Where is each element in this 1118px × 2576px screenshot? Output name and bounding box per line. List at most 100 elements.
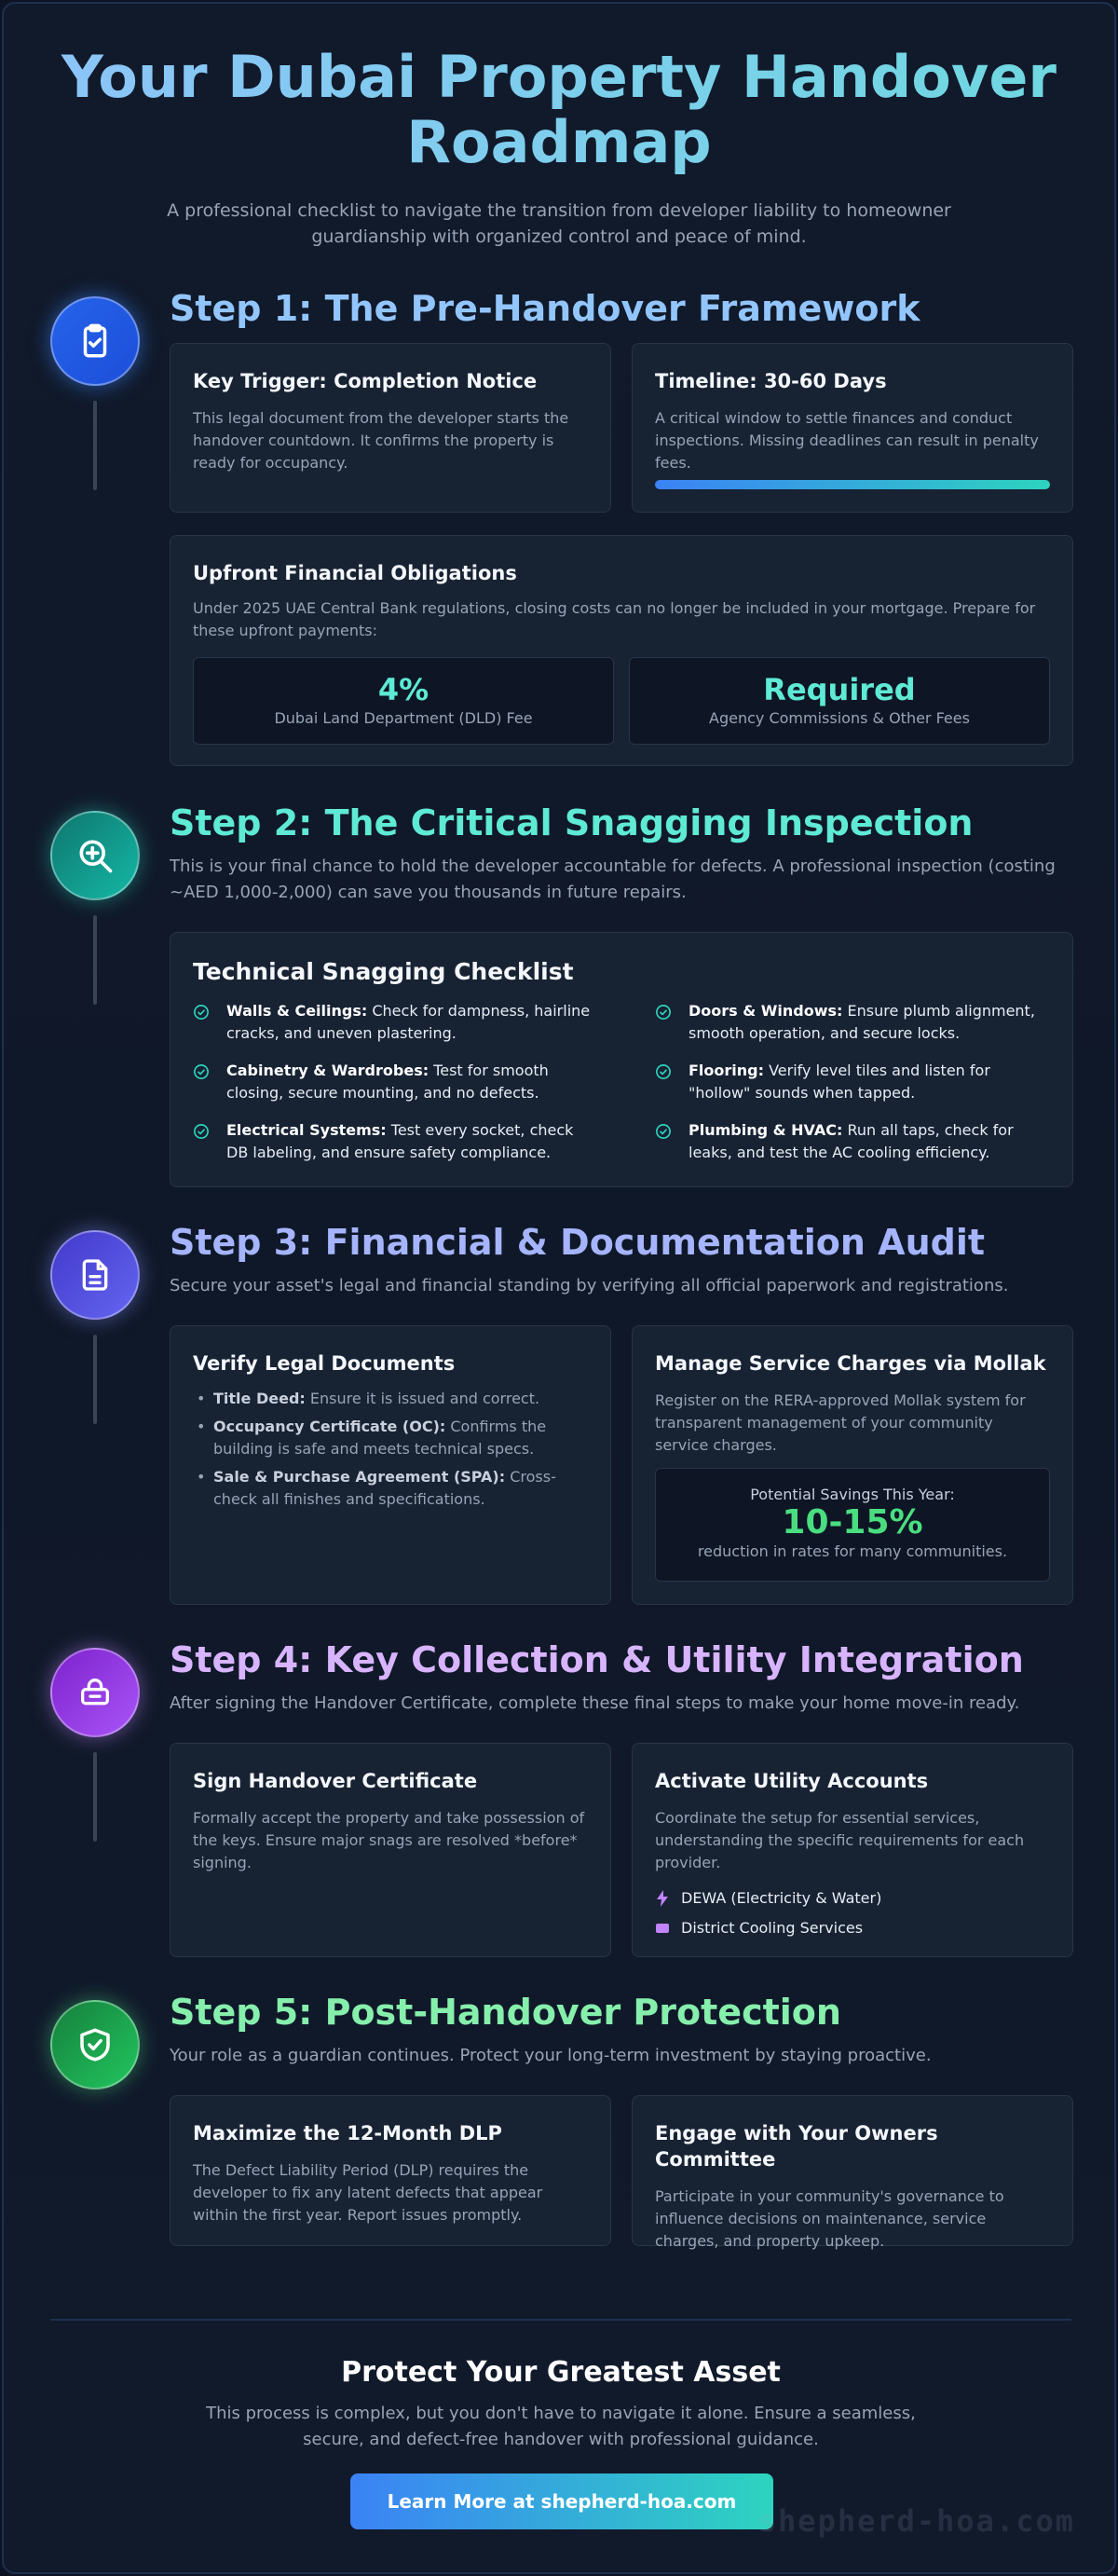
footer-divider: [50, 2319, 1071, 2321]
timeline-card: Timeline: 30-60 Days A critical window t…: [632, 343, 1073, 513]
checklist-item: Doors & Windows: Ensure plumb alignment,…: [655, 1000, 1056, 1045]
savings-value: 10-15%: [782, 1503, 923, 1541]
card-text: Formally accept the property and take po…: [193, 1809, 585, 1871]
card-text: A critical window to settle finances and…: [655, 409, 1039, 472]
checklist-title: Technical Snagging Checklist: [193, 958, 574, 985]
document-text: Confirms the building is safe and meets …: [213, 1418, 547, 1458]
stat-label: Agency Commissions & Other Fees: [709, 709, 970, 727]
agency-fees-stat: Required Agency Commissions & Other Fees: [629, 657, 1050, 745]
checklist-item-name: Cabinetry & Wardrobes:: [226, 1062, 429, 1079]
checklist-item-name: Plumbing & HVAC:: [689, 1121, 843, 1139]
step-2-description: This is your final chance to hold the de…: [170, 856, 1056, 902]
completion-notice-card: Key Trigger: Completion Notice This lega…: [170, 343, 611, 513]
card-title: Verify Legal Documents: [193, 1352, 456, 1375]
check-circle-icon: [655, 1004, 672, 1027]
timeline-progress-bar: [655, 480, 1050, 489]
step-5-description: Your role as a guardian continues. Prote…: [170, 2046, 932, 2065]
checklist-item-name: Doors & Windows:: [689, 1002, 843, 1020]
list-item: Title Deed: Ensure it is issued and corr…: [193, 1388, 588, 1410]
checklist-item-text: Check for dampness, hairline cracks, and…: [226, 1002, 591, 1042]
key-lock-icon: [50, 1648, 140, 1737]
document-name: Title Deed:: [213, 1390, 306, 1407]
card-text: Under 2025 UAE Central Bank regulations,…: [193, 599, 1036, 639]
checklist-item-text: Verify level tiles and listen for "hollo…: [689, 1062, 990, 1102]
card-title: Key Trigger: Completion Notice: [193, 370, 538, 392]
card-title: Maximize the 12-Month DLP: [193, 2122, 502, 2144]
checklist-item: Electrical Systems: Test every socket, c…: [193, 1119, 593, 1164]
check-circle-icon: [193, 1063, 210, 1087]
checklist-item-text: Run all taps, check for leaks, and test …: [689, 1121, 1014, 1161]
card-title: Upfront Financial Obligations: [193, 562, 517, 584]
card-text: The Defect Liability Period (DLP) requir…: [193, 2161, 543, 2224]
document-icon: [50, 1230, 140, 1320]
checklist-item-name: Flooring:: [689, 1062, 765, 1079]
step-4-title: Step 4: Key Collection & Utility Integra…: [170, 1639, 1024, 1680]
step-2-title: Step 2: The Critical Snagging Inspection: [170, 802, 974, 843]
document-text: Ensure it is issued and correct.: [305, 1390, 540, 1407]
checklist-item-text: Ensure plumb alignment, smooth operation…: [689, 1002, 1035, 1042]
savings-label: Potential Savings This Year:: [750, 1486, 955, 1503]
step-1-title: Step 1: The Pre-Handover Framework: [170, 288, 920, 329]
document-name: Occupancy Certificate (OC):: [213, 1418, 446, 1435]
card-title: Sign Handover Certificate: [193, 1770, 478, 1792]
step-5-title: Step 5: Post-Handover Protection: [170, 1992, 841, 2033]
savings-box: Potential Savings This Year: 10-15% redu…: [655, 1468, 1050, 1582]
card-text: This legal document from the developer s…: [193, 409, 569, 472]
dlp-card: Maximize the 12-Month DLP The Defect Lia…: [170, 2095, 611, 2246]
list-item: Sale & Purchase Agreement (SPA): Cross-c…: [193, 1466, 588, 1511]
check-circle-icon: [655, 1123, 672, 1146]
card-text: Coordinate the setup for essential servi…: [655, 1809, 1025, 1871]
owners-committee-card: Engage with Your Owners Committee Partic…: [632, 2095, 1073, 2250]
checklist-item-name: Walls & Ceilings:: [226, 1002, 368, 1020]
page-title: Your Dubai Property Handover Roadmap: [47, 45, 1071, 175]
magnifier-plus-icon: [50, 811, 140, 900]
snagging-checklist-card: Technical Snagging Checklist Walls & Cei…: [170, 932, 1073, 1187]
page-subtitle: A professional checklist to navigate the…: [167, 200, 951, 247]
ac-unit-icon: [655, 1923, 670, 1934]
checklist-item: Walls & Ceilings: Check for dampness, ha…: [193, 1000, 593, 1045]
utility-item: DEWA (Electricity & Water): [655, 1887, 1050, 1910]
document-text: Cross-check all finishes and specificati…: [213, 1468, 556, 1508]
legal-documents-card: Verify Legal Documents Title Deed: Ensur…: [170, 1325, 611, 1605]
stat-value: Required: [763, 672, 916, 707]
footer-title: Protect Your Greatest Asset: [341, 2356, 781, 2389]
shield-check-icon: [50, 2000, 140, 2090]
stat-label: Dubai Land Department (DLD) Fee: [274, 709, 533, 727]
checklist-item: Cabinetry & Wardrobes: Test for smooth c…: [193, 1060, 593, 1104]
check-circle-icon: [193, 1123, 210, 1146]
step-4-description: After signing the Handover Certificate, …: [170, 1693, 1020, 1713]
legal-documents-list: Title Deed: Ensure it is issued and corr…: [193, 1388, 588, 1511]
learn-more-button[interactable]: Learn More at shepherd-hoa.com: [350, 2473, 773, 2529]
mollak-card: Manage Service Charges via Mollak Regist…: [632, 1325, 1073, 1605]
checklist-item-text: Test for smooth closing, secure mounting…: [226, 1062, 549, 1102]
step-connector: [93, 401, 97, 490]
stat-value: 4%: [377, 672, 429, 707]
step-connector: [93, 1752, 97, 1842]
card-title: Manage Service Charges via Mollak: [655, 1352, 1046, 1375]
list-item: Occupancy Certificate (OC): Confirms the…: [193, 1416, 588, 1460]
footer-text: This process is complex, but you don't h…: [206, 2404, 916, 2449]
card-title: Timeline: 30-60 Days: [655, 370, 887, 392]
utility-accounts-card: Activate Utility Accounts Coordinate the…: [632, 1743, 1073, 1957]
document-name: Sale & Purchase Agreement (SPA):: [213, 1468, 506, 1486]
clipboard-check-icon: [50, 296, 140, 386]
dld-fee-stat: 4% Dubai Land Department (DLD) Fee: [193, 657, 614, 745]
utility-name: DEWA (Electricity & Water): [681, 1889, 882, 1907]
utility-item: District Cooling Services: [655, 1917, 1050, 1939]
checklist-item-name: Electrical Systems:: [226, 1121, 387, 1139]
lightning-icon: [655, 1890, 670, 1907]
utility-name: District Cooling Services: [681, 1919, 864, 1937]
card-text: Participate in your community's governan…: [655, 2187, 1004, 2250]
card-title: Activate Utility Accounts: [655, 1770, 929, 1792]
step-3-title: Step 3: Financial & Documentation Audit: [170, 1222, 986, 1263]
card-title: Engage with Your Owners Committee: [655, 2122, 938, 2171]
card-text: Register on the RERA-approved Mollak sys…: [655, 1391, 1026, 1454]
checklist-item-text: Test every socket, check DB labeling, an…: [226, 1121, 574, 1161]
check-circle-icon: [655, 1063, 672, 1087]
step-3-description: Secure your asset's legal and financial …: [170, 1276, 1009, 1295]
savings-note: reduction in rates for many communities.: [697, 1542, 1008, 1560]
handover-certificate-card: Sign Handover Certificate Formally accep…: [170, 1743, 611, 1957]
brand-watermark: shepherd-hoa.com: [757, 2503, 1075, 2539]
page-header: Your Dubai Property Handover Roadmap A p…: [4, 4, 1114, 250]
